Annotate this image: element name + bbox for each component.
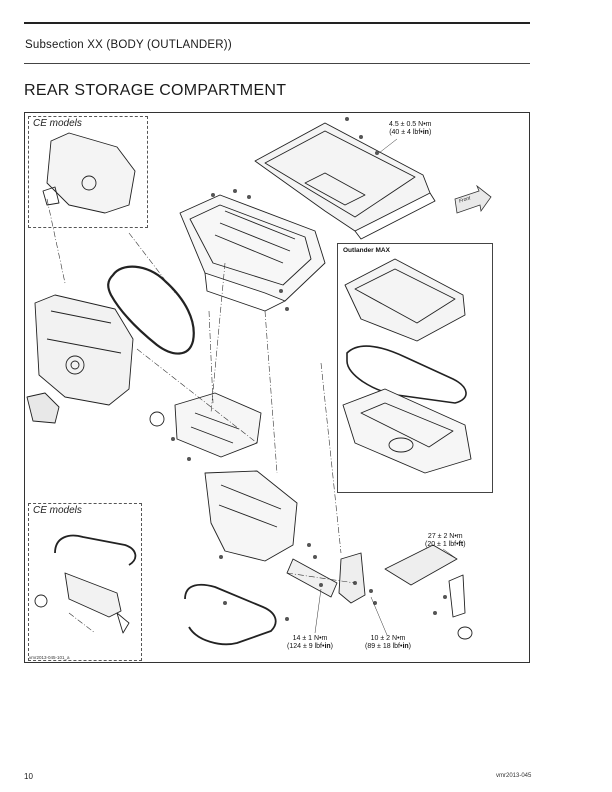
ce-fascia-detail (42, 132, 136, 214)
torque-low-metric: 10 ± 2 N•m (370, 635, 406, 642)
torque-leaders (314, 138, 458, 636)
outlander-max-inset (337, 243, 493, 493)
torque-top-metric: 4.5 ± 0.5 N•m (389, 121, 432, 128)
hinge-assembly (338, 544, 473, 640)
ce-models-bottom-label: CE models (33, 505, 82, 516)
torque-spec-bracket-bolts: 14 ± 1 N•m (124 ± 9 lbf•in) (287, 635, 333, 651)
light-module (26, 392, 60, 424)
assembly-lines (46, 198, 356, 634)
document-code: vmr2013-045 (496, 773, 532, 779)
torque-mid-imperial: (124 ± 9 lbf•in) (287, 643, 334, 650)
page-title: REAR STORAGE COMPARTMENT (24, 82, 287, 99)
max-tub (342, 388, 472, 474)
header-divider (24, 63, 530, 64)
ce-models-bottom-inset (28, 503, 142, 661)
rear-bumper (184, 583, 277, 646)
max-gasket (346, 345, 467, 404)
header-top-rule (24, 22, 530, 24)
ce-rack-detail (34, 534, 137, 634)
max-lid (344, 258, 466, 342)
support-bracket (149, 392, 262, 458)
figure-code: vmr2013-045-101_a (29, 655, 70, 660)
torque-right-imperial: (20 ± 1 lbf•ft) (425, 541, 466, 548)
exploded-view-figure: CE models CE models Outlander MAX Front … (24, 112, 530, 663)
fasteners (171, 117, 447, 621)
exploded-view-drawing (26, 117, 473, 646)
page-number: 10 (24, 772, 33, 781)
rear-fascia (34, 294, 134, 406)
storage-lid (254, 122, 436, 240)
torque-spec-support-bolts: 10 ± 2 N•m (89 ± 18 lbf•in) (365, 635, 411, 651)
torque-top-imperial: (40 ± 4 lbf•in) (389, 129, 432, 136)
gasket (107, 265, 195, 355)
outlander-max-label: Outlander MAX (343, 247, 390, 254)
torque-spec-lid-fasteners: 4.5 ± 0.5 N•m (40 ± 4 lbf•in) (389, 121, 431, 137)
lower-housing (204, 470, 298, 562)
subsection-heading: Subsection XX (BODY (OUTLANDER)) (25, 39, 232, 51)
torque-spec-hinge-bolts: 27 ± 2 N•m (20 ± 1 lbf•ft) (425, 533, 466, 549)
torque-mid-metric: 14 ± 1 N•m (292, 635, 328, 642)
torque-low-imperial: (89 ± 18 lbf•in) (365, 643, 412, 650)
ce-models-top-inset (28, 116, 148, 228)
mounting-plate (286, 558, 338, 598)
ce-models-top-label: CE models (33, 118, 82, 129)
torque-right-metric: 27 ± 2 N•m (427, 533, 463, 540)
front-direction-arrow-icon (454, 185, 492, 214)
storage-tub (179, 194, 326, 312)
